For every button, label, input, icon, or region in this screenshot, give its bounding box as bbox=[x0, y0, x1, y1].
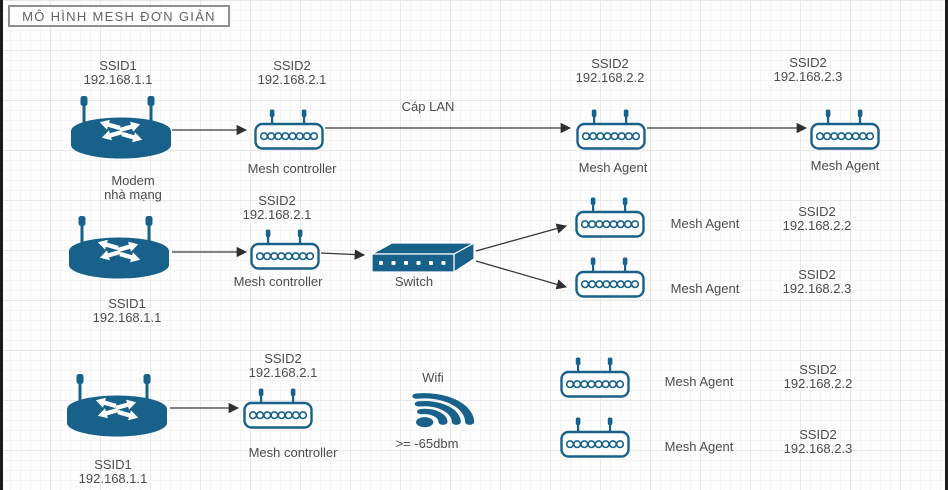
ssid-name: SSID2 bbox=[258, 193, 296, 208]
connector-switch-agent-upper[interactable] bbox=[475, 223, 568, 252]
row2-agent1-ssid-label[interactable]: SSID2 192.168.2.2 bbox=[752, 205, 882, 232]
modem-router-icon-row3[interactable] bbox=[66, 374, 168, 438]
switch-caption[interactable]: Switch bbox=[349, 275, 479, 289]
mesh-agent-lower-icon-row3[interactable] bbox=[560, 416, 630, 458]
mesh-agent2-icon-row1[interactable] bbox=[810, 108, 880, 150]
ssid-name: SSID1 bbox=[99, 58, 137, 73]
connector-controller2-switch[interactable] bbox=[320, 249, 366, 260]
caption-line: Mesh Agent bbox=[810, 158, 880, 173]
row3-agent2-caption[interactable]: Mesh Agent bbox=[634, 440, 764, 454]
caption-line: Cáp LAN bbox=[401, 99, 455, 114]
ssid-ip: 192.168.2.1 bbox=[242, 206, 312, 222]
switch-icon[interactable] bbox=[370, 241, 476, 275]
ssid-ip: 192.168.2.1 bbox=[248, 364, 318, 380]
lan-cable-label[interactable]: Cáp LAN bbox=[363, 100, 493, 114]
ssid-ip: 192.168.2.3 bbox=[773, 68, 843, 84]
ssid-ip: 192.168.2.3 bbox=[782, 280, 852, 296]
mesh-controller-icon-row1[interactable] bbox=[254, 108, 324, 150]
caption-line: Mesh controller bbox=[247, 161, 337, 176]
row2-controller-caption[interactable]: Mesh controller bbox=[213, 275, 343, 289]
row2-agent2-caption[interactable]: Mesh Agent bbox=[640, 282, 770, 296]
caption-line: Mesh Agent bbox=[664, 439, 734, 454]
row3-modem-ssid-label[interactable]: SSID1 192.168.1.1 bbox=[48, 458, 178, 485]
caption-line: Mesh controller bbox=[233, 274, 323, 289]
caption-line: Switch bbox=[394, 274, 434, 289]
row1-controller-ssid-label[interactable]: SSID2 192.168.2.1 bbox=[227, 59, 357, 86]
ssid-ip: 192.168.2.3 bbox=[783, 440, 853, 456]
ssid-name: SSID2 bbox=[799, 427, 837, 442]
row3-controller-ssid-label[interactable]: SSID2 192.168.2.1 bbox=[218, 352, 348, 379]
mesh-agent1-icon-row1[interactable] bbox=[576, 108, 646, 150]
caption-line: Mesh Agent bbox=[670, 216, 740, 231]
ssid-name: SSID1 bbox=[108, 296, 146, 311]
caption-line: Mesh controller bbox=[248, 445, 338, 460]
row3-agent1-ssid-label[interactable]: SSID2 192.168.2.2 bbox=[753, 363, 883, 390]
ssid-name: SSID1 bbox=[94, 457, 132, 472]
ssid-name: SSID2 bbox=[799, 362, 837, 377]
mesh-agent-upper-icon-row2[interactable] bbox=[575, 196, 645, 238]
row2-modem-ssid-label[interactable]: SSID1 192.168.1.1 bbox=[62, 297, 192, 324]
diagram-title: MÔ HÌNH MESH ĐƠN GIẢN bbox=[22, 8, 216, 24]
row3-agent2-ssid-label[interactable]: SSID2 192.168.2.3 bbox=[753, 428, 883, 455]
ssid-name: SSID2 bbox=[264, 351, 302, 366]
caption-line: >= -65dbm bbox=[395, 436, 459, 451]
row1-modem-caption[interactable]: Modem nhà mạng bbox=[68, 174, 198, 201]
row1-agent1-ssid-label[interactable]: SSID2 192.168.2.2 bbox=[545, 57, 675, 84]
caption-line: Modem bbox=[111, 173, 155, 188]
row2-agent2-ssid-label[interactable]: SSID2 192.168.2.3 bbox=[752, 268, 882, 295]
row1-agent2-caption[interactable]: Mesh Agent bbox=[780, 159, 910, 173]
ssid-name: SSID2 bbox=[273, 58, 311, 73]
row1-agent2-ssid-label[interactable]: SSID2 192.168.2.3 bbox=[743, 56, 873, 83]
connector-switch-agent-lower[interactable] bbox=[475, 260, 567, 290]
ssid-name: SSID2 bbox=[798, 267, 836, 282]
caption-line: Mesh Agent bbox=[664, 374, 734, 389]
caption-line: Wifi bbox=[422, 370, 444, 385]
caption-line: Mesh Agent bbox=[578, 160, 648, 175]
ssid-ip: 192.168.2.2 bbox=[783, 375, 853, 391]
ssid-ip: 192.168.1.1 bbox=[78, 470, 148, 486]
ssid-ip: 192.168.1.1 bbox=[92, 309, 162, 325]
row1-agent1-caption[interactable]: Mesh Agent bbox=[548, 161, 678, 175]
row3-agent1-caption[interactable]: Mesh Agent bbox=[634, 375, 764, 389]
caption-line: nhà mạng bbox=[104, 186, 162, 202]
wifi-signal-strength-label[interactable]: >= -65dbm bbox=[362, 437, 492, 451]
ssid-name: SSID2 bbox=[798, 204, 836, 219]
row2-agent1-caption[interactable]: Mesh Agent bbox=[640, 217, 770, 231]
wifi-caption[interactable]: Wifi bbox=[368, 371, 498, 385]
ssid-ip: 192.168.1.1 bbox=[83, 71, 153, 87]
mesh-controller-icon-row2[interactable] bbox=[250, 228, 320, 270]
diagram-title-box[interactable]: MÔ HÌNH MESH ĐƠN GIẢN bbox=[8, 5, 230, 27]
screen-edge-right bbox=[945, 0, 948, 490]
ssid-ip: 192.168.2.2 bbox=[782, 217, 852, 233]
screen-edge-left bbox=[0, 0, 3, 490]
row1-controller-caption[interactable]: Mesh controller bbox=[227, 162, 357, 176]
mesh-controller-icon-row3[interactable] bbox=[243, 387, 313, 429]
row3-controller-caption[interactable]: Mesh controller bbox=[228, 446, 358, 460]
mesh-agent-upper-icon-row3[interactable] bbox=[560, 356, 630, 398]
ssid-ip: 192.168.2.2 bbox=[575, 69, 645, 85]
ssid-ip: 192.168.2.1 bbox=[257, 71, 327, 87]
modem-router-icon-row1[interactable] bbox=[70, 96, 172, 160]
ssid-name: SSID2 bbox=[789, 55, 827, 70]
modem-router-icon-row2[interactable] bbox=[68, 216, 170, 280]
mesh-agent-lower-icon-row2[interactable] bbox=[575, 256, 645, 298]
caption-line: Mesh Agent bbox=[670, 281, 740, 296]
row2-controller-ssid-label[interactable]: SSID2 192.168.2.1 bbox=[212, 194, 342, 221]
wifi-signal-icon[interactable] bbox=[408, 385, 488, 430]
ssid-name: SSID2 bbox=[591, 56, 629, 71]
row1-modem-ssid-label[interactable]: SSID1 192.168.1.1 bbox=[53, 59, 183, 86]
